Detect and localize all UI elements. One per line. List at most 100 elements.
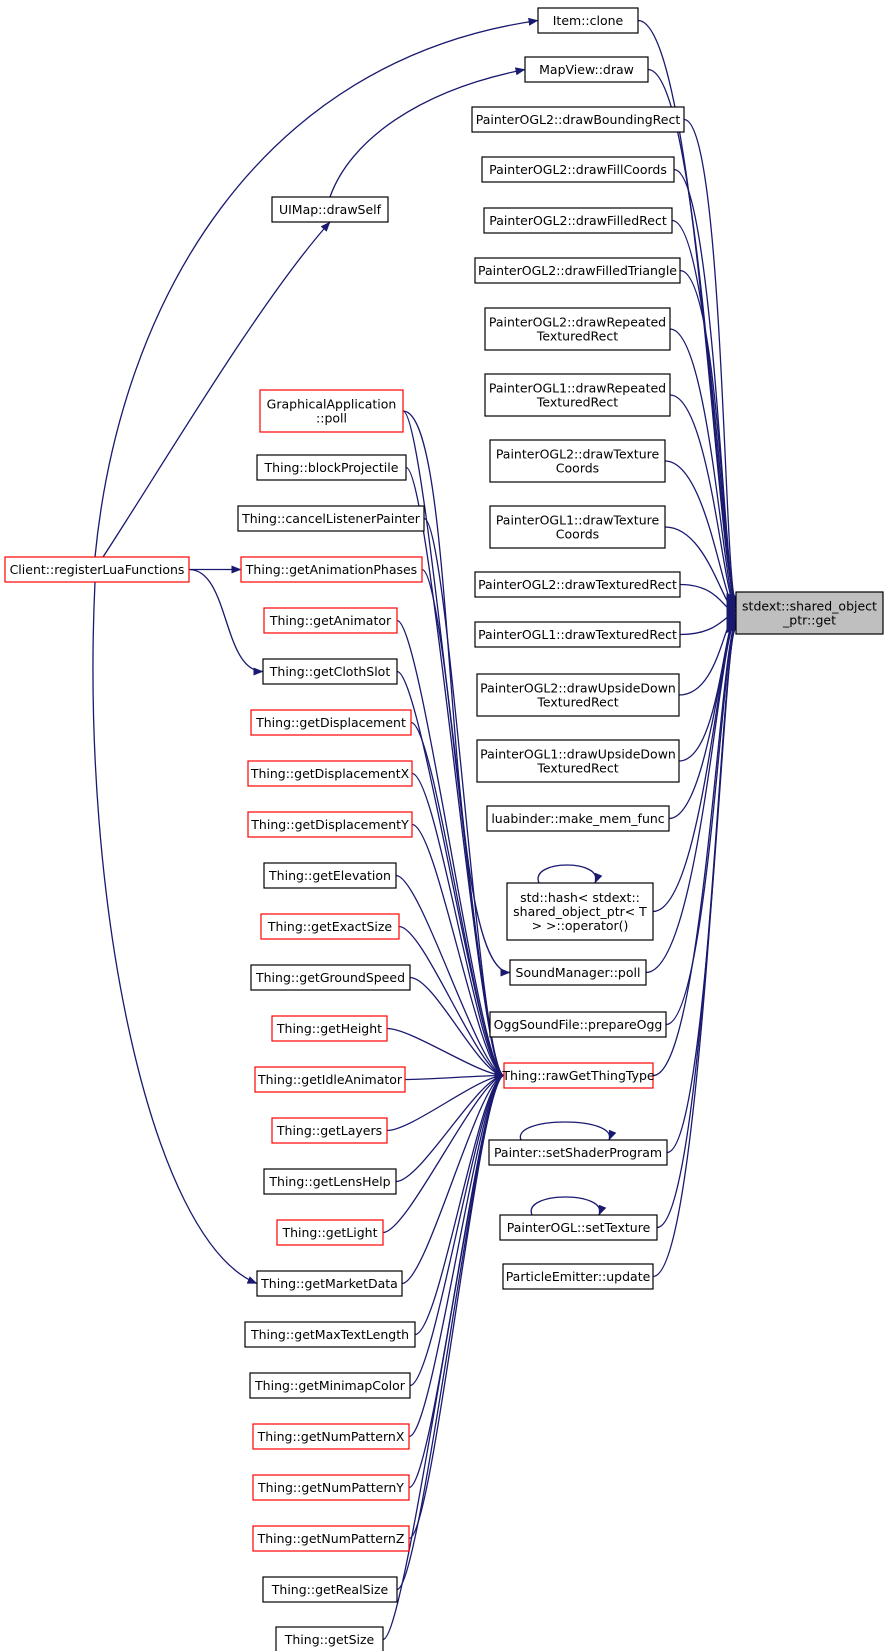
node-uimap-drawself[interactable]: UIMap::drawSelf (271, 196, 389, 223)
node-t-block-projectile[interactable]: Thing::blockProjectile (256, 454, 407, 481)
node-label-line: Thing::getLayers (276, 1123, 382, 1138)
node-box (484, 307, 671, 351)
node-t-get-max-text-length[interactable]: Thing::getMaxTextLength (244, 1321, 416, 1348)
node-label-line: Thing::getMinimapColor (254, 1378, 406, 1393)
node-t-get-animator[interactable]: Thing::getAnimator (263, 607, 398, 634)
node-item-clone[interactable]: Item::clone (537, 7, 639, 34)
node-label-line: PainterOGL2::drawRepeated (489, 315, 666, 330)
node-label-line: Item::clone (553, 13, 624, 28)
node-label-line: _ptr::get (782, 613, 836, 628)
edge-t-get-animator-to-raw-get-thing-type (396, 619, 505, 1080)
node-t-get-displacement-y[interactable]: Thing::getDisplacementY (247, 811, 413, 838)
node-raw-get-thing-type[interactable]: Thing::rawGetThingType (501, 1062, 655, 1089)
node-box (275, 1626, 384, 1651)
node-label-line: Thing::getGroundSpeed (255, 970, 405, 985)
node-t-get-displacement[interactable]: Thing::getDisplacement (250, 709, 412, 736)
node-t-get-size[interactable]: Thing::getSize (275, 1626, 384, 1651)
edge-t-get-max-text-length-to-raw-get-thing-type (414, 1071, 505, 1336)
node-set-texture[interactable]: PainterOGL::setTexture (499, 1214, 658, 1241)
node-box (250, 964, 411, 991)
node-target[interactable]: stdext::shared_object_ptr::get (735, 591, 884, 635)
node-label-line: PainterOGL2::drawFillCoords (489, 162, 667, 177)
node-label-line: PainterOGL::setTexture (507, 1220, 651, 1235)
node-box (483, 207, 673, 234)
node-particle-update[interactable]: ParticleEmitter::update (502, 1263, 654, 1290)
node-label-line: ::poll (316, 411, 347, 426)
node-label-line: PainterOGL2::drawBoundingRect (476, 112, 681, 127)
node-mapview-draw[interactable]: MapView::draw (524, 56, 649, 83)
node-t-get-cloth-slot[interactable]: Thing::getClothSlot (262, 658, 398, 685)
node-set-shader-program[interactable]: Painter::setShaderProgram (488, 1139, 668, 1166)
node-t-cancel-listener-painter[interactable]: Thing::cancelListenerPainter (237, 505, 425, 532)
node-t-get-real-size[interactable]: Thing::getRealSize (262, 1576, 398, 1603)
node-label-line: Thing::getExactSize (267, 919, 393, 934)
node-box (263, 607, 398, 634)
node-label-line: PainterOGL2::drawFilledRect (489, 213, 667, 228)
node-box (474, 257, 681, 284)
node-label-line: MapView::draw (539, 62, 634, 77)
node-p2-draw-filled-triangle[interactable]: PainterOGL2::drawFilledTriangle (474, 257, 681, 284)
node-box (271, 1117, 388, 1144)
node-label-line: TexturedRect (536, 761, 618, 776)
node-box (537, 7, 639, 34)
node-label-line: SoundManager::poll (516, 965, 641, 980)
edge-client-register-to-t-get-market-data (92, 581, 258, 1285)
node-box (489, 1011, 667, 1038)
node-t-get-idle-animator[interactable]: Thing::getIdleAnimator (254, 1066, 406, 1093)
node-t-get-light[interactable]: Thing::getLight (276, 1219, 384, 1246)
node-p2-draw-fill-coords[interactable]: PainterOGL2::drawFillCoords (481, 156, 675, 183)
node-box (499, 1214, 658, 1241)
node-t-get-num-pattern-z[interactable]: Thing::getNumPatternZ (252, 1525, 410, 1552)
node-make-mem-func[interactable]: luabinder::make_mem_func (486, 805, 670, 832)
node-label-line: Thing::getNumPatternX (257, 1429, 405, 1444)
edge-t-get-displacement-to-raw-get-thing-type (410, 721, 505, 1080)
node-label-line: Thing::getMarketData (260, 1276, 398, 1291)
node-box (244, 1321, 416, 1348)
node-t-get-lens-help[interactable]: Thing::getLensHelp (263, 1168, 397, 1195)
node-t-get-elevation[interactable]: Thing::getElevation (263, 862, 397, 889)
node-box (735, 591, 884, 635)
node-graphical-poll[interactable]: GraphicalApplication::poll (259, 389, 404, 433)
node-label-line: stdext::shared_object (742, 599, 877, 614)
node-client-register[interactable]: Client::registerLuaFunctions (4, 556, 190, 583)
node-t-get-height[interactable]: Thing::getHeight (271, 1015, 388, 1042)
node-box (488, 1139, 668, 1166)
node-box (481, 156, 675, 183)
node-t-get-ground-speed[interactable]: Thing::getGroundSpeed (250, 964, 411, 991)
node-t-get-num-pattern-y[interactable]: Thing::getNumPatternY (252, 1474, 410, 1501)
node-label-line: Thing::getElevation (268, 868, 391, 883)
node-p2-draw-filled-rect[interactable]: PainterOGL2::drawFilledRect (483, 207, 673, 234)
node-t-get-exact-size[interactable]: Thing::getExactSize (260, 913, 400, 940)
node-p2-draw-bounding-rect[interactable]: PainterOGL2::drawBoundingRect (471, 106, 685, 133)
node-t-get-market-data[interactable]: Thing::getMarketData (256, 1270, 403, 1297)
edge-raw-get-thing-type-to-target (652, 620, 737, 1077)
node-t-get-layers[interactable]: Thing::getLayers (271, 1117, 388, 1144)
node-soundmanager-poll[interactable]: SoundManager::poll (509, 959, 647, 986)
node-label-line: PainterOGL2::drawFilledTriangle (478, 263, 677, 278)
node-box (271, 1015, 388, 1042)
node-t-get-minimap-color[interactable]: Thing::getMinimapColor (249, 1372, 411, 1399)
edge-p2-draw-texture-to-target (664, 460, 737, 614)
node-label-line: luabinder::make_mem_func (491, 811, 664, 826)
node-std-hash[interactable]: std::hash< stdext::shared_object_ptr< T>… (506, 882, 654, 941)
node-t-get-num-pattern-x[interactable]: Thing::getNumPatternX (252, 1423, 410, 1450)
edge-t-get-elevation-to-raw-get-thing-type (395, 874, 505, 1080)
node-t-get-displacement-x[interactable]: Thing::getDisplacementX (247, 760, 413, 787)
node-label-line: Thing::blockProjectile (264, 460, 399, 475)
node-box (247, 760, 413, 787)
node-ogg-prepare[interactable]: OggSoundFile::prepareOgg (489, 1011, 667, 1038)
edge-p2-draw-bounding-rect-to-target (683, 118, 737, 604)
node-box (502, 1263, 654, 1290)
node-t-get-animation-phases[interactable]: Thing::getAnimationPhases (240, 556, 423, 583)
node-p2-draw-textured-rect[interactable]: PainterOGL2::drawTexturedRect (474, 571, 681, 598)
node-label-line: Thing::rawGetThingType (501, 1068, 655, 1083)
node-p1-draw-textured-rect[interactable]: PainterOGL1::drawTexturedRect (474, 621, 681, 648)
node-label-line: PainterOGL1::drawTexturedRect (478, 627, 677, 642)
node-label-line: Thing::getHeight (276, 1021, 382, 1036)
